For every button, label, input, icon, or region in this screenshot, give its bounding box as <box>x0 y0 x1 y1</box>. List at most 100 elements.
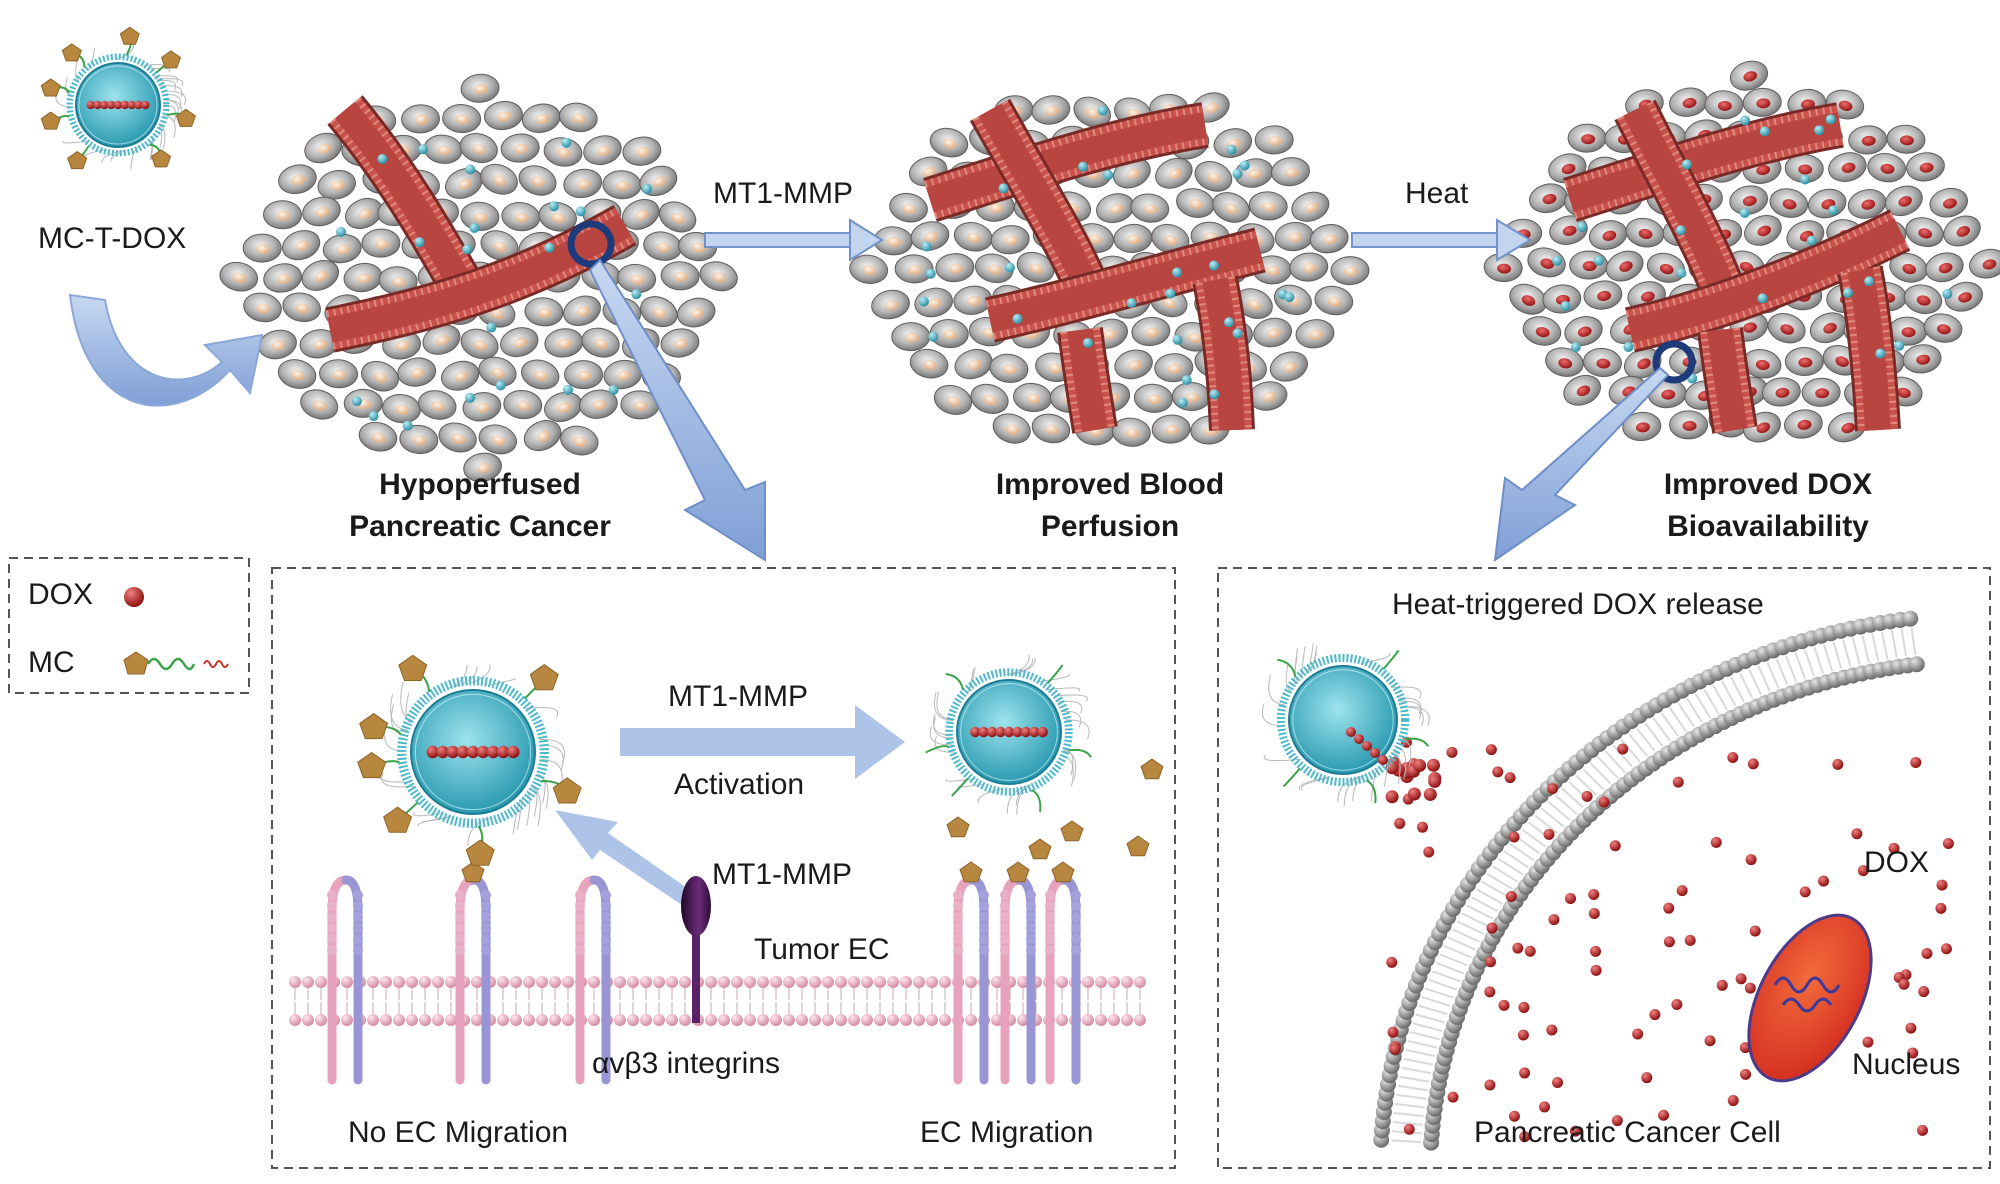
activation-arrow-top-label: MT1-MMP <box>668 680 808 713</box>
tumor-cell <box>1254 125 1294 155</box>
nanoparticle-dot <box>561 137 572 148</box>
integrin-dimer <box>1045 861 1081 1085</box>
tumor-cell <box>1888 316 1928 346</box>
nanoparticle-dot <box>465 164 476 175</box>
dox-molecule <box>1663 936 1675 948</box>
tumor-cell <box>483 100 523 131</box>
tumor-cell <box>1113 223 1153 253</box>
dox-molecule <box>1508 831 1520 843</box>
nanoparticle-dot <box>1814 125 1825 136</box>
dox-molecule <box>1508 1110 1520 1122</box>
dox-molecule <box>1484 956 1496 968</box>
tumor-cell <box>1969 248 2000 279</box>
mc-cap <box>1060 820 1084 842</box>
tumor-cell <box>503 390 543 420</box>
tumor-cell <box>1605 250 1644 282</box>
tumor-cell <box>909 348 949 379</box>
dox-molecule <box>1581 790 1593 802</box>
tumor-cell <box>1096 193 1135 224</box>
nanoparticle-dot <box>495 380 506 391</box>
tumor-cell <box>501 202 541 232</box>
dox-molecule <box>1888 842 1900 854</box>
nanoparticle-dot <box>1576 222 1587 233</box>
tumor-cell <box>1542 284 1582 314</box>
nanoparticle-dot <box>1676 268 1687 279</box>
dox-molecule <box>1747 758 1759 770</box>
tumor-cell <box>889 192 928 223</box>
tumor-cell <box>1923 313 1963 343</box>
tumor-cell <box>382 394 421 424</box>
mc-cap <box>1140 758 1164 780</box>
tumor-ec-label: Tumor EC <box>754 933 890 966</box>
tumor-cell <box>622 136 662 166</box>
tumor-improved-dox <box>1483 60 2000 443</box>
nanoparticle-dot <box>918 296 929 307</box>
nanoparticle-dot <box>1232 168 1243 179</box>
tumor-cell <box>544 391 583 422</box>
dox-molecule <box>1632 1028 1644 1040</box>
tumor-cell <box>992 413 1031 444</box>
tumor-cell <box>1330 256 1370 286</box>
nanoparticle-dot <box>1806 235 1817 246</box>
dox-molecule <box>1407 787 1421 801</box>
dox-molecule <box>1918 986 1930 998</box>
dox-molecule <box>1745 854 1757 866</box>
tumor-cell <box>1828 152 1867 182</box>
dox-molecule <box>1547 783 1559 795</box>
tumor-cell <box>989 353 1029 384</box>
nanoparticle-dot <box>1078 161 1089 172</box>
tumor-cell <box>1809 312 1848 344</box>
tumor-cell <box>643 231 682 261</box>
nanoparticle-dot <box>336 226 347 237</box>
tumor-cell <box>1248 191 1288 221</box>
tumor-cell <box>660 261 700 291</box>
tumor-cell <box>1171 382 1211 412</box>
tumor-cell <box>440 360 480 391</box>
tumor-cell <box>478 356 517 387</box>
tumor-cell <box>422 324 461 355</box>
tumor-cell <box>660 328 700 358</box>
dox-molecule <box>1942 838 1954 850</box>
nanoparticle-dot <box>998 183 1009 194</box>
integrin-dimer <box>455 861 491 1085</box>
dox-molecule <box>1385 761 1399 775</box>
dox-legend-icon <box>124 587 144 607</box>
dox-molecule <box>1386 956 1398 968</box>
tumor-cell <box>970 383 1009 414</box>
nanoparticle-dot <box>1739 208 1750 219</box>
tumor-ec-membrane <box>289 976 1146 1026</box>
tumor-cell <box>1031 95 1071 125</box>
nanoparticle-dot <box>1126 298 1137 309</box>
dox-molecule <box>1898 978 1910 990</box>
tumor-cell <box>1742 87 1782 117</box>
dox-molecule <box>1857 865 1869 877</box>
nanoparticle-dot <box>1875 348 1886 359</box>
tumor-cell <box>1744 215 1782 246</box>
nanoparticle-dot <box>642 183 653 194</box>
dox-molecule <box>1663 902 1675 914</box>
dox-molecule <box>1569 1125 1581 1137</box>
tumor-cell <box>1274 221 1314 252</box>
dox-molecule <box>1524 945 1536 957</box>
tumor-hypoperfused <box>219 73 738 483</box>
nanoparticle-dot <box>1165 288 1176 299</box>
dox-molecule <box>1484 1079 1496 1091</box>
nanoparticle-dot <box>1560 300 1571 311</box>
nanoparticle-dot <box>1675 225 1686 236</box>
tumor-cell <box>343 262 383 293</box>
tumor-cell <box>399 424 439 455</box>
nanoparticle-dot <box>1894 340 1905 351</box>
tumor-cell <box>564 360 604 390</box>
dox-molecule <box>1426 758 1440 772</box>
tumor-cell <box>1289 252 1329 282</box>
tumor-cell <box>1309 224 1349 254</box>
tumor-cell <box>243 292 282 323</box>
dox-molecule <box>1936 879 1948 891</box>
ec-migration-label: EC Migration <box>920 1116 1094 1149</box>
tumor-cell <box>1529 183 1568 214</box>
tumor-cell <box>1111 417 1151 447</box>
cell-panel-box <box>1217 567 1991 1169</box>
tumor-cell <box>894 254 934 284</box>
